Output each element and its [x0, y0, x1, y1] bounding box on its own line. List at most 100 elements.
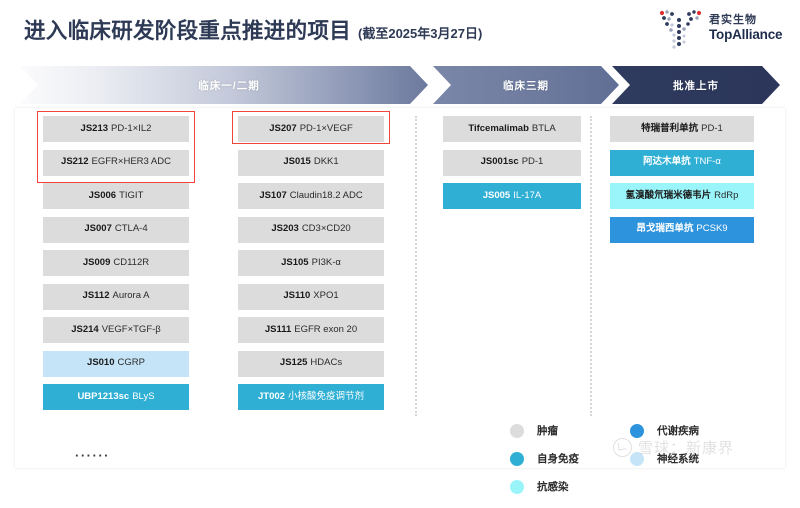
legend-item-neurology: 神经系统: [630, 451, 699, 466]
legend-label: 自身免疫: [537, 453, 579, 465]
pipeline-item-target: BLyS: [132, 390, 155, 402]
legend-label: 神经系统: [657, 453, 699, 465]
pipeline-item-code: JS214: [71, 323, 99, 335]
logo-company-cn: 君实生物: [709, 14, 757, 26]
legend-label: 代谢疾病: [657, 425, 699, 437]
title-block: 进入临床研发阶段重点推进的项目 (截至2025年3月27日): [24, 14, 482, 45]
phase-arrow-bar: 临床一/二期 临床三期 批准上市: [0, 66, 800, 104]
pipeline-item-target: DKK1: [313, 156, 339, 168]
pipeline-item-target: PD-1×IL2: [111, 122, 152, 134]
page-title: 进入临床研发阶段重点推进的项目: [24, 19, 352, 43]
legend-dot-icon: [630, 451, 644, 466]
pipeline-item-code: Tifcemalimab: [468, 122, 529, 134]
phase-arrow-clinical-3: 临床三期: [433, 66, 619, 104]
pipeline-item-code: JS009: [82, 256, 111, 268]
watermark-text: 雪球：新康界: [638, 440, 735, 457]
pipeline-item-code: 特瑞普利单抗: [641, 122, 699, 134]
legend-item-autoimmune: 自身免疫: [510, 451, 579, 466]
pipeline-item-target: CD112R: [113, 256, 150, 268]
pipeline-item-target: Claudin18.2 ADC: [289, 189, 363, 201]
phase-label: 临床一/二期: [198, 79, 260, 92]
pipeline-item-target: PCSK9: [696, 223, 728, 235]
logo-company-en: TopAlliance: [709, 27, 783, 42]
pipeline-item-target: 小核酸免疫调节剂: [287, 390, 364, 402]
pipeline-item-target: XPO1: [313, 290, 339, 302]
pipeline-item-target: CD3×CD20: [301, 223, 351, 235]
pipeline-item-target: PD-1: [701, 122, 723, 134]
column-divider: [415, 116, 417, 416]
pipeline-item-target: EGFR×HER3 ADC: [91, 156, 171, 168]
pipeline-item-code: JS107: [259, 189, 287, 201]
watermark: 雪球：新康界: [613, 437, 734, 458]
legend-dot-icon: [630, 423, 644, 438]
phase-label: 批准上市: [673, 79, 719, 92]
phase-arrow-approved: 批准上市: [612, 66, 780, 104]
pipeline-item-target: TNF-α: [693, 156, 721, 168]
pipeline-item-code: 氢溴酸氘瑞米德韦片: [625, 189, 712, 201]
phase-arrow-clinical-1-2: 临床一/二期: [20, 66, 428, 104]
pipeline-item-code: JS111: [264, 323, 292, 335]
xueqiu-logo-icon: [613, 438, 632, 457]
pipeline-item-code: JS006: [88, 189, 117, 201]
pipeline-item-target: PD-1: [521, 156, 544, 168]
legend-dot-icon: [510, 423, 524, 438]
topalliance-antibody-logo-icon: [659, 10, 702, 49]
more-items-indicator: ······: [75, 448, 110, 463]
legend-item-anti-infective: 抗感染: [510, 479, 569, 494]
pipeline-item-code: JS001sc: [480, 156, 519, 168]
legend-dot-icon: [510, 479, 524, 494]
pipeline-item-code: UBP1213sc: [77, 390, 130, 402]
pipeline-item-target: HDACs: [310, 357, 343, 369]
pipeline-item-target: VEGF×TGF-β: [101, 323, 161, 335]
title-date-note: (截至2025年3月27日): [358, 26, 483, 41]
pipeline-item-code: JS105: [281, 256, 309, 268]
column-divider: [590, 116, 592, 416]
pipeline-item-code: JS125: [279, 357, 308, 369]
pipeline-item-code: 昂戈瑞西单抗: [636, 223, 694, 235]
pipeline-item-code: JS110: [283, 290, 311, 302]
legend-dot-icon: [510, 451, 524, 466]
pipeline-item-target: EGFR exon 20: [294, 323, 358, 335]
pipeline-item-target: PD-1×VEGF: [299, 122, 353, 134]
pipeline-item-code: JS203: [271, 223, 299, 235]
pipeline-item-target: CGRP: [117, 357, 145, 369]
pipeline-item-code: JS207: [269, 122, 297, 134]
pipeline-item-target: CTLA-4: [114, 223, 148, 235]
legend-item-tumor: 肿瘤: [510, 423, 558, 438]
pipeline-item-code: JS112: [82, 290, 110, 302]
category-legend: 肿瘤 自身免疫 抗感染 代谢疾病 神经系统: [510, 423, 740, 508]
page-header: 进入临床研发阶段重点推进的项目 (截至2025年3月27日): [0, 0, 800, 58]
pipeline-item-target: PI3K-α: [311, 256, 341, 268]
pipeline-item-target: Aurora A: [112, 290, 150, 302]
logo-text-block: 君实生物 TopAlliance: [709, 13, 791, 43]
phase-label: 临床三期: [503, 79, 549, 92]
pipeline-item-target: BTLA: [531, 122, 556, 134]
legend-label: 肿瘤: [537, 425, 558, 437]
